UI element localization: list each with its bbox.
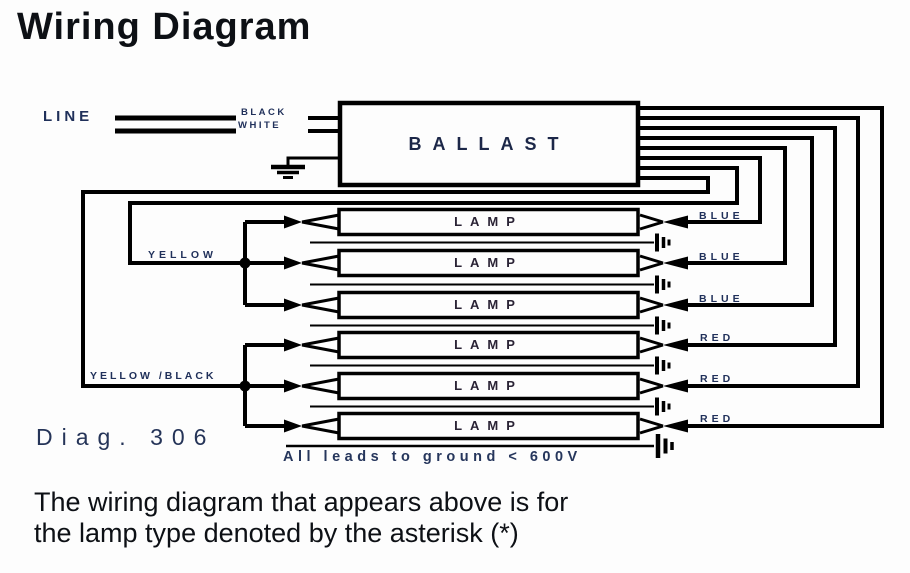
ballast-label: BALLAST	[408, 134, 570, 154]
yellow-black-wire-label: YELLOW /BLACK	[90, 370, 217, 382]
lamp-box-2	[337, 248, 640, 278]
lamp-box-6	[337, 411, 640, 441]
lamp-label-5: LAMP	[454, 378, 523, 393]
lamp-box-5	[337, 371, 640, 401]
yellow-black-branch-stubs	[245, 343, 284, 428]
caption-line-1: The wiring diagram that appears above is…	[34, 487, 569, 517]
red-wire-label-2: RED	[700, 373, 735, 385]
lamp3-pins	[301, 296, 664, 314]
lamp5-pins	[301, 377, 664, 395]
wire-red-lamp5	[638, 116, 860, 388]
lamp-label-1: LAMP	[454, 214, 523, 229]
wire-yellow-black-feed	[81, 176, 710, 388]
ballast-box	[337, 100, 641, 188]
lamp-box-3	[337, 290, 640, 320]
arrow-left-icon	[663, 256, 688, 270]
caption-line-2: the lamp type denoted by the asterisk (*…	[34, 518, 519, 548]
lamp4-pins	[301, 336, 664, 354]
arrow-left-icon	[663, 338, 688, 352]
lamp1-pins	[301, 213, 664, 231]
wire-blue-lamp3	[638, 136, 814, 307]
wire-red-lamp6	[638, 106, 884, 428]
arrow-left-icon	[663, 419, 688, 433]
diagram-number: Diag. 306	[36, 424, 216, 450]
lamp-label-6: LAMP	[454, 418, 523, 433]
lamp-label-4: LAMP	[454, 337, 523, 352]
arrow-right-icon	[284, 298, 302, 312]
ground-note: All leads to ground < 600V	[283, 449, 582, 465]
arrow-right-icon	[284, 379, 302, 393]
arrow-left-icon	[663, 215, 688, 229]
arrow-right-icon	[284, 419, 302, 433]
arrow-right-icon	[284, 256, 302, 270]
wire-blue-lamp2	[638, 146, 787, 265]
wire-yellow-feed	[128, 166, 739, 265]
line-label: LINE	[43, 108, 94, 125]
lamp2-pins	[301, 254, 664, 272]
arrow-left-icon	[663, 379, 688, 393]
arrow-left-icon	[663, 298, 688, 312]
wire-blue-lamp1	[638, 156, 762, 224]
lamp6-pins	[301, 417, 664, 435]
blue-wire-label-3: BLUE	[699, 293, 744, 305]
blue-wire-label-1: BLUE	[699, 210, 744, 222]
arrow-right-icon	[284, 215, 302, 229]
ballast-ground-wire	[286, 156, 340, 166]
arrow-right-icon	[284, 338, 302, 352]
lamp-label-2: LAMP	[454, 255, 523, 270]
black-wire-label: BLACK	[241, 107, 287, 118]
junction-dot	[239, 380, 251, 392]
red-wire-label-1: RED	[700, 332, 735, 344]
lamp-box-4	[337, 330, 640, 360]
white-wire-label: WHITE	[238, 120, 282, 131]
junction-dot	[239, 257, 251, 269]
wire-red-lamp4	[638, 126, 837, 347]
yellow-branch-stubs	[245, 220, 284, 307]
lamp-label-3: LAMP	[454, 297, 523, 312]
blue-wire-label-2: BLUE	[699, 251, 744, 263]
lamp-box-1	[337, 207, 640, 237]
red-wire-label-3: RED	[700, 413, 735, 425]
yellow-wire-label: YELLOW	[148, 249, 217, 261]
page-title: Wiring Diagram	[17, 6, 312, 48]
